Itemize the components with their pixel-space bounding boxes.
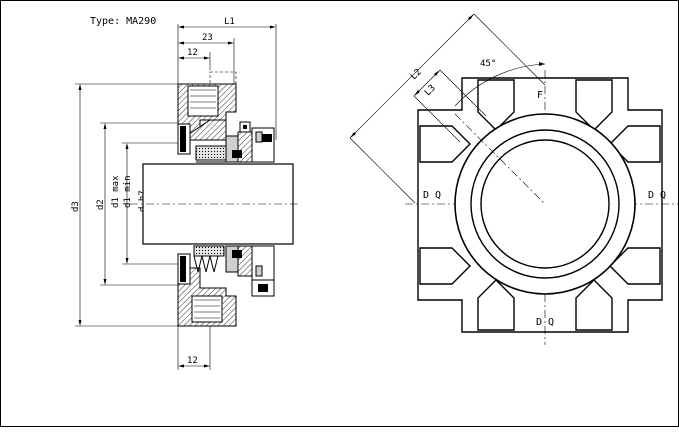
dimension-d2: d2: [96, 122, 180, 286]
dim-d2-label: d2: [96, 199, 106, 210]
dim-12-top-label: 12: [187, 48, 198, 58]
flange-outline: [417, 77, 663, 333]
dimension-12-top: 12: [178, 48, 211, 70]
type-label: Type: MA290: [90, 16, 156, 27]
dimension-l1: L1: [177, 17, 277, 140]
front-view: F D Q D Q D Q L2 L3 45°: [349, 13, 679, 345]
lower-housing: [177, 245, 275, 350]
section-view: Type: MA290 L1 23 12: [71, 16, 300, 370]
angle-45: 45°: [454, 59, 546, 205]
dimension-12-bottom: 12: [177, 350, 211, 370]
dimension-l3: L3: [413, 69, 487, 143]
dimension-23: 23: [178, 33, 235, 90]
dim-d1-min-label: d1 min: [123, 175, 133, 208]
dim-12-bottom-label: 12: [187, 356, 198, 366]
label-f: F: [537, 90, 543, 101]
label-dq-left: D Q: [423, 190, 441, 201]
inner-bore-circle: [480, 139, 610, 269]
dimension-l2: L2: [349, 13, 546, 204]
dim-l3-label: L3: [423, 83, 438, 98]
dim-l1-label: L1: [224, 17, 235, 27]
dim-d1-max-label: d1 max: [111, 175, 121, 208]
label-dq-bottom: D Q: [536, 317, 554, 328]
dimension-d3: d3: [71, 83, 180, 327]
label-dq-right: D Q: [648, 190, 666, 201]
dimension-d1: d1 max d1 min: [111, 142, 180, 265]
angle-label: 45°: [480, 59, 496, 69]
dim-23-label: 23: [202, 33, 213, 43]
dim-l2-label: L2: [409, 67, 424, 82]
upper-housing: [177, 60, 275, 163]
middle-circle: [470, 129, 620, 279]
dim-d3-label: d3: [71, 201, 81, 212]
